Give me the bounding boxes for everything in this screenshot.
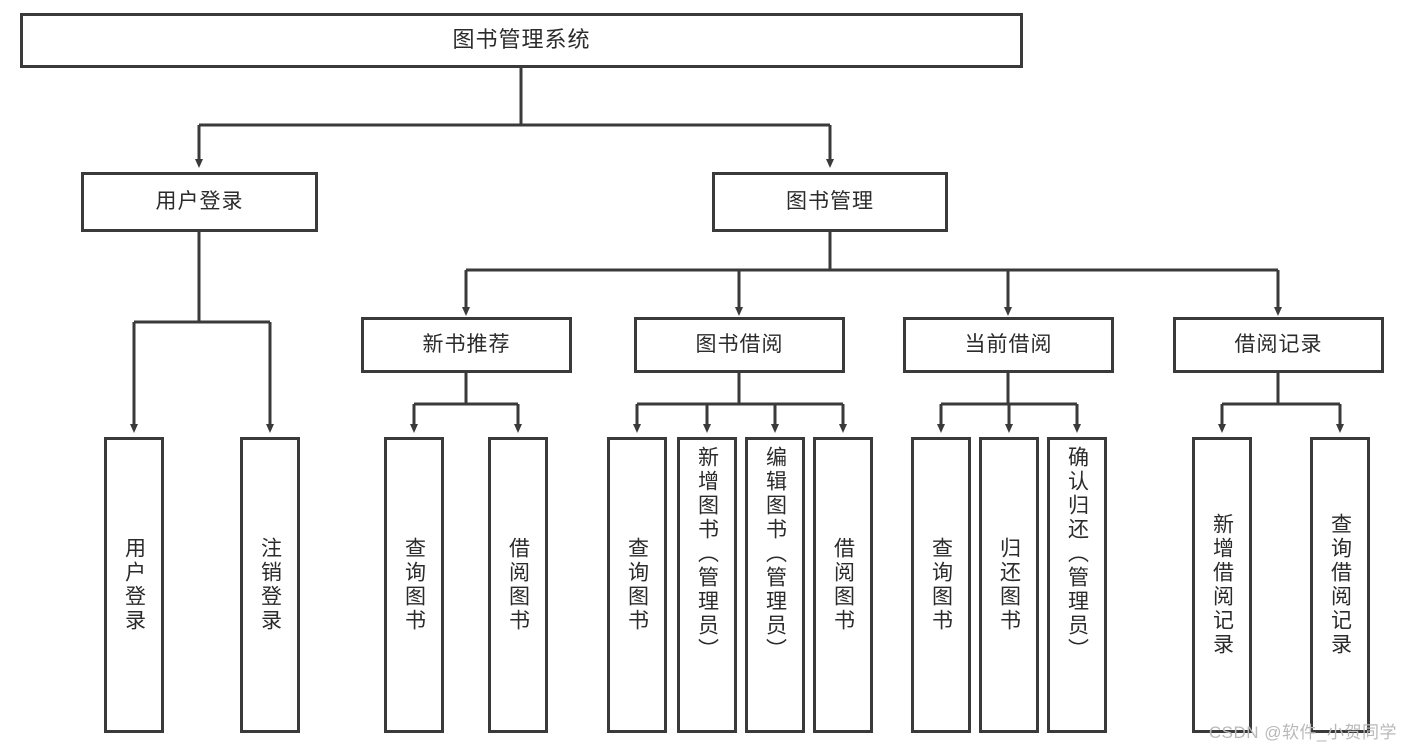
leaf-label: 查询图书 [402, 537, 426, 633]
leaf-label: 新增借阅记录 [1210, 513, 1234, 657]
leaf-label: 用户登录 [122, 537, 146, 633]
node-user-login[interactable]: 用户登录 [81, 172, 318, 232]
leaf-edit-book-admin[interactable]: 编辑图书（管理员） [745, 437, 805, 733]
leaf-recommend-borrow-book[interactable]: 借阅图书 [488, 437, 548, 733]
leaf-current-query-book[interactable]: 查询图书 [911, 437, 971, 733]
node-label: 图书借阅 [695, 333, 784, 357]
node-new-book-recommend[interactable]: 新书推荐 [361, 317, 572, 373]
leaf-label: 编辑图书（管理员） [763, 446, 787, 662]
leaf-return-book[interactable]: 归还图书 [979, 437, 1039, 733]
leaf-borrow-query-book[interactable]: 查询图书 [607, 437, 667, 733]
leaf-label: 借阅图书 [506, 537, 530, 633]
node-borrow-records[interactable]: 借阅记录 [1173, 317, 1384, 373]
node-label: 借阅记录 [1234, 333, 1323, 357]
leaf-confirm-return-admin[interactable]: 确认归还（管理员） [1047, 437, 1107, 733]
leaf-label: 归还图书 [997, 537, 1021, 633]
leaf-logout[interactable]: 注销登录 [240, 437, 300, 733]
node-label: 用户登录 [155, 190, 244, 214]
leaf-query-borrow-record[interactable]: 查询借阅记录 [1310, 437, 1370, 733]
leaf-label: 借阅图书 [831, 537, 855, 633]
leaf-add-borrow-record[interactable]: 新增借阅记录 [1192, 437, 1252, 733]
leaf-borrow-book[interactable]: 借阅图书 [813, 437, 873, 733]
node-label: 图书管理 [786, 190, 874, 214]
leaf-recommend-query-book[interactable]: 查询图书 [384, 437, 444, 733]
leaf-label: 查询借阅记录 [1328, 513, 1352, 657]
watermark: CSDN @软件_小贺同学 [1208, 723, 1397, 742]
leaf-label: 查询图书 [625, 537, 649, 633]
node-book-management[interactable]: 图书管理 [712, 172, 948, 232]
node-book-borrow[interactable]: 图书借阅 [634, 317, 845, 373]
node-label: 当前借阅 [964, 333, 1053, 357]
node-label: 图书管理系统 [452, 27, 591, 53]
leaf-label: 查询图书 [929, 537, 953, 633]
node-current-borrow[interactable]: 当前借阅 [903, 317, 1114, 373]
leaf-label: 新增图书（管理员） [695, 446, 719, 662]
node-label: 新书推荐 [422, 333, 511, 357]
leaf-add-book-admin[interactable]: 新增图书（管理员） [677, 437, 737, 733]
node-root-library-management-system[interactable]: 图书管理系统 [20, 13, 1023, 68]
leaf-label: 注销登录 [258, 537, 282, 633]
leaf-user-login[interactable]: 用户登录 [104, 437, 164, 733]
leaf-label: 确认归还（管理员） [1065, 446, 1089, 662]
